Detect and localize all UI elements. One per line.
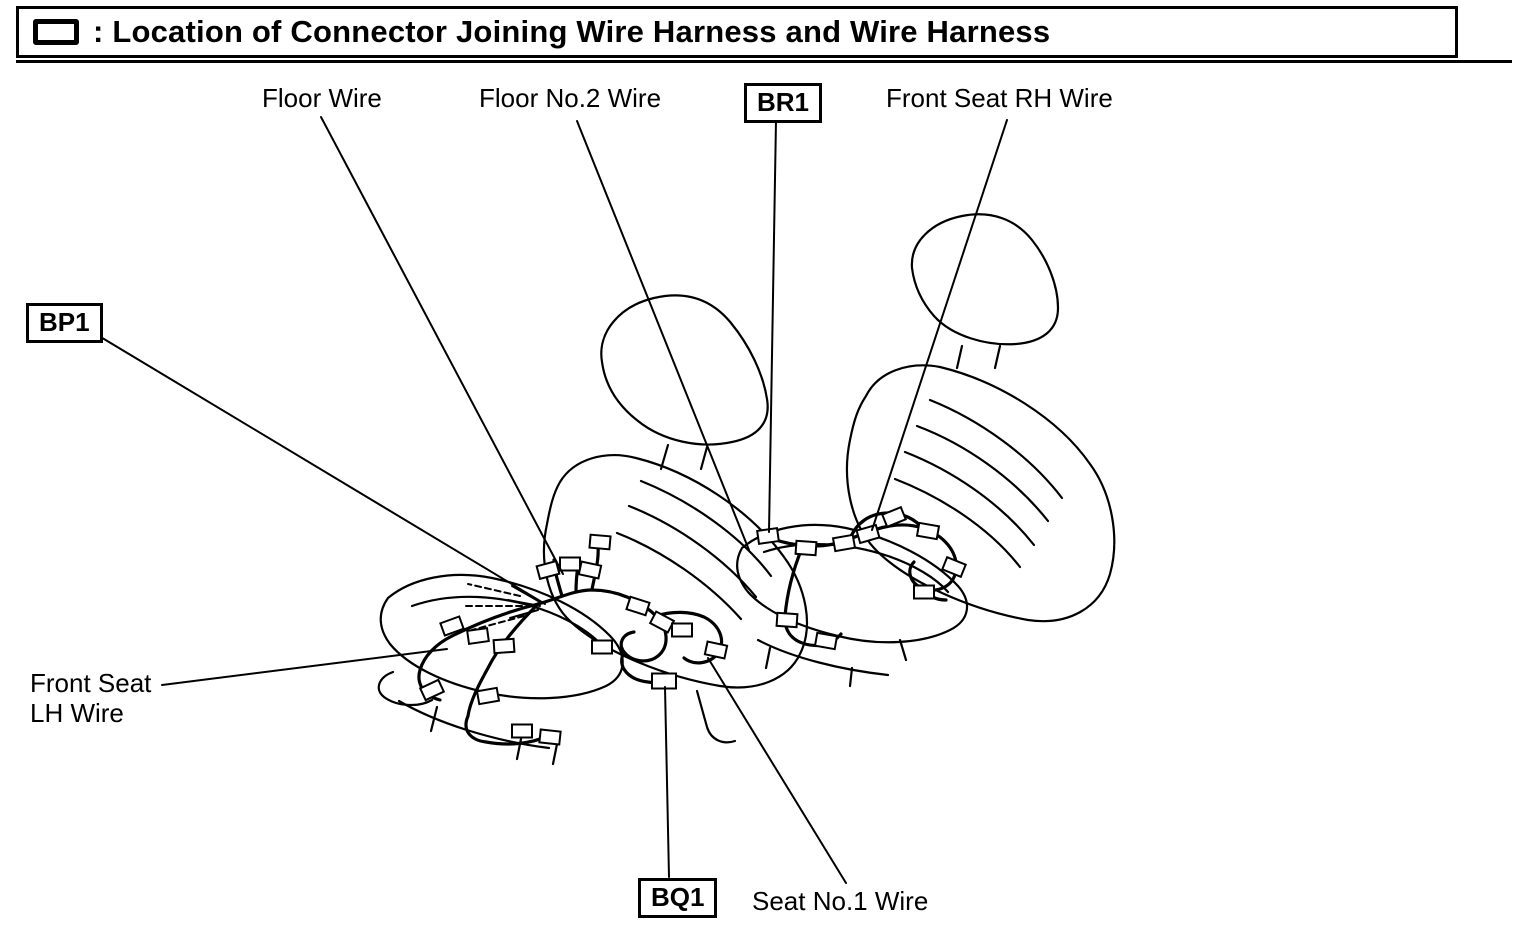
leader-bp1 <box>93 332 546 605</box>
label-front-seat-lh-line1: Front Seat <box>30 668 152 698</box>
seat-rh-drawing <box>736 213 1116 688</box>
harness-branch-marks <box>465 583 541 631</box>
leader-seat-no1-wire <box>707 657 847 884</box>
label-front-seat-lh-wire: Front Seat LH Wire <box>30 668 151 728</box>
leader-front-seat-rh-wire <box>871 119 1008 531</box>
leader-lines <box>93 116 1008 884</box>
label-bp1: BP1 <box>26 303 103 343</box>
label-floor-wire: Floor Wire <box>262 83 382 113</box>
connector-markers <box>418 505 968 746</box>
legend-header: : Location of Connector Joining Wire Har… <box>16 6 1458 58</box>
label-floor-no2-wire: Floor No.2 Wire <box>479 83 662 113</box>
leader-bq1 <box>664 686 670 878</box>
leader-floor-no2-wire <box>576 120 750 551</box>
label-front-seat-lh-line2: LH Wire <box>30 698 124 728</box>
label-bq1: BQ1 <box>638 878 718 918</box>
leader-front-seat-lh-wire <box>161 648 448 686</box>
label-br1: BR1 <box>744 83 823 123</box>
connector-box-icon <box>33 19 79 45</box>
label-front-seat-rh-wire: Front Seat RH Wire <box>886 83 1113 113</box>
leader-floor-wire <box>320 116 564 575</box>
label-seat-no1-wire: Seat No.1 Wire <box>752 886 929 916</box>
header-divider <box>16 60 1512 63</box>
page-title: : Location of Connector Joining Wire Har… <box>93 14 1051 49</box>
seat-lh-drawing <box>377 294 809 766</box>
leader-br1 <box>768 119 777 533</box>
